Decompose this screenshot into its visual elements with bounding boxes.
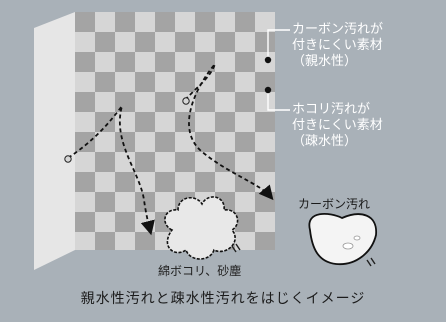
- figure-caption: 親水性汚れと疎水性汚れをはじくイメージ: [80, 291, 366, 307]
- small-dust-particles: [64, 97, 190, 163]
- label-dust-sand: 綿ボコリ、砂塵: [158, 264, 242, 278]
- label-dust-resistant: ホコリ汚れが 付きにくい素材 （疎水性）: [292, 102, 383, 149]
- label-carbon-dirt: カーボン汚れ: [298, 197, 371, 211]
- drop-highlight: [342, 235, 361, 250]
- dust-cloud-icon: [164, 196, 239, 260]
- leader-lines: [267, 29, 290, 111]
- leader-dot-bottom: [264, 86, 272, 94]
- drop-motion-marks: [366, 257, 376, 267]
- label-carbon-resistant: カーボン汚れが 付きにくい素材 （親水性）: [292, 22, 384, 69]
- carbon-drop-icon: [308, 212, 377, 265]
- dust-motion-marks: [231, 243, 241, 253]
- leader-dot-top: [264, 56, 272, 64]
- panel-side-face: [34, 12, 75, 270]
- dashed-arrow-icon: [67, 63, 274, 236]
